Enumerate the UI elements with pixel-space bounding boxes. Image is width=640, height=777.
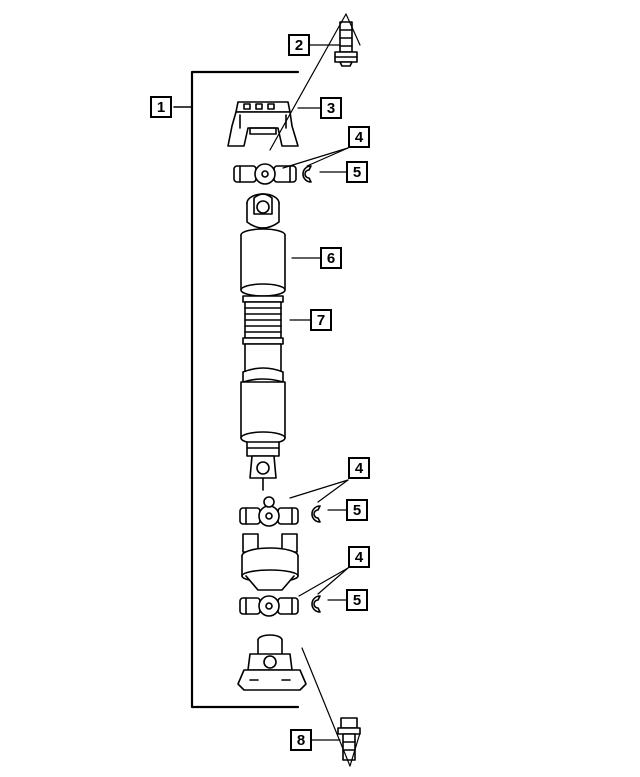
universal-joint-lower	[239, 595, 299, 617]
callout-4-top: 4	[348, 126, 370, 148]
flange-yoke-top	[227, 101, 299, 147]
snap-ring-middle	[311, 505, 321, 523]
leader-lines	[269, 13, 361, 767]
callout-6: 6	[320, 247, 342, 269]
flange-yoke-bottom	[237, 634, 307, 691]
slip-yoke-front	[246, 193, 280, 229]
top-bolt	[334, 21, 358, 67]
center-coupling-yoke	[241, 533, 299, 591]
snap-ring-lower	[311, 595, 321, 613]
cv-joint-boot	[242, 295, 284, 345]
callout-5-top: 5	[346, 161, 368, 183]
front-shaft-tube	[240, 228, 286, 297]
callout-4-middle: 4	[348, 457, 370, 479]
callout-3: 3	[320, 97, 342, 119]
assembly-bracket	[173, 70, 300, 709]
universal-joint-middle	[239, 496, 299, 527]
callout-1: 1	[150, 96, 172, 118]
intermediate-shaft	[240, 343, 286, 457]
callout-7: 7	[310, 309, 332, 331]
callout-2: 2	[288, 34, 310, 56]
universal-joint-top	[233, 163, 297, 185]
snap-ring-top	[302, 165, 312, 183]
callout-5-lower: 5	[346, 589, 368, 611]
callout-8: 8	[290, 729, 312, 751]
callout-4-lower: 4	[348, 546, 370, 568]
rear-yoke	[249, 455, 277, 491]
bottom-bolt	[337, 717, 361, 761]
callout-5-middle: 5	[346, 499, 368, 521]
